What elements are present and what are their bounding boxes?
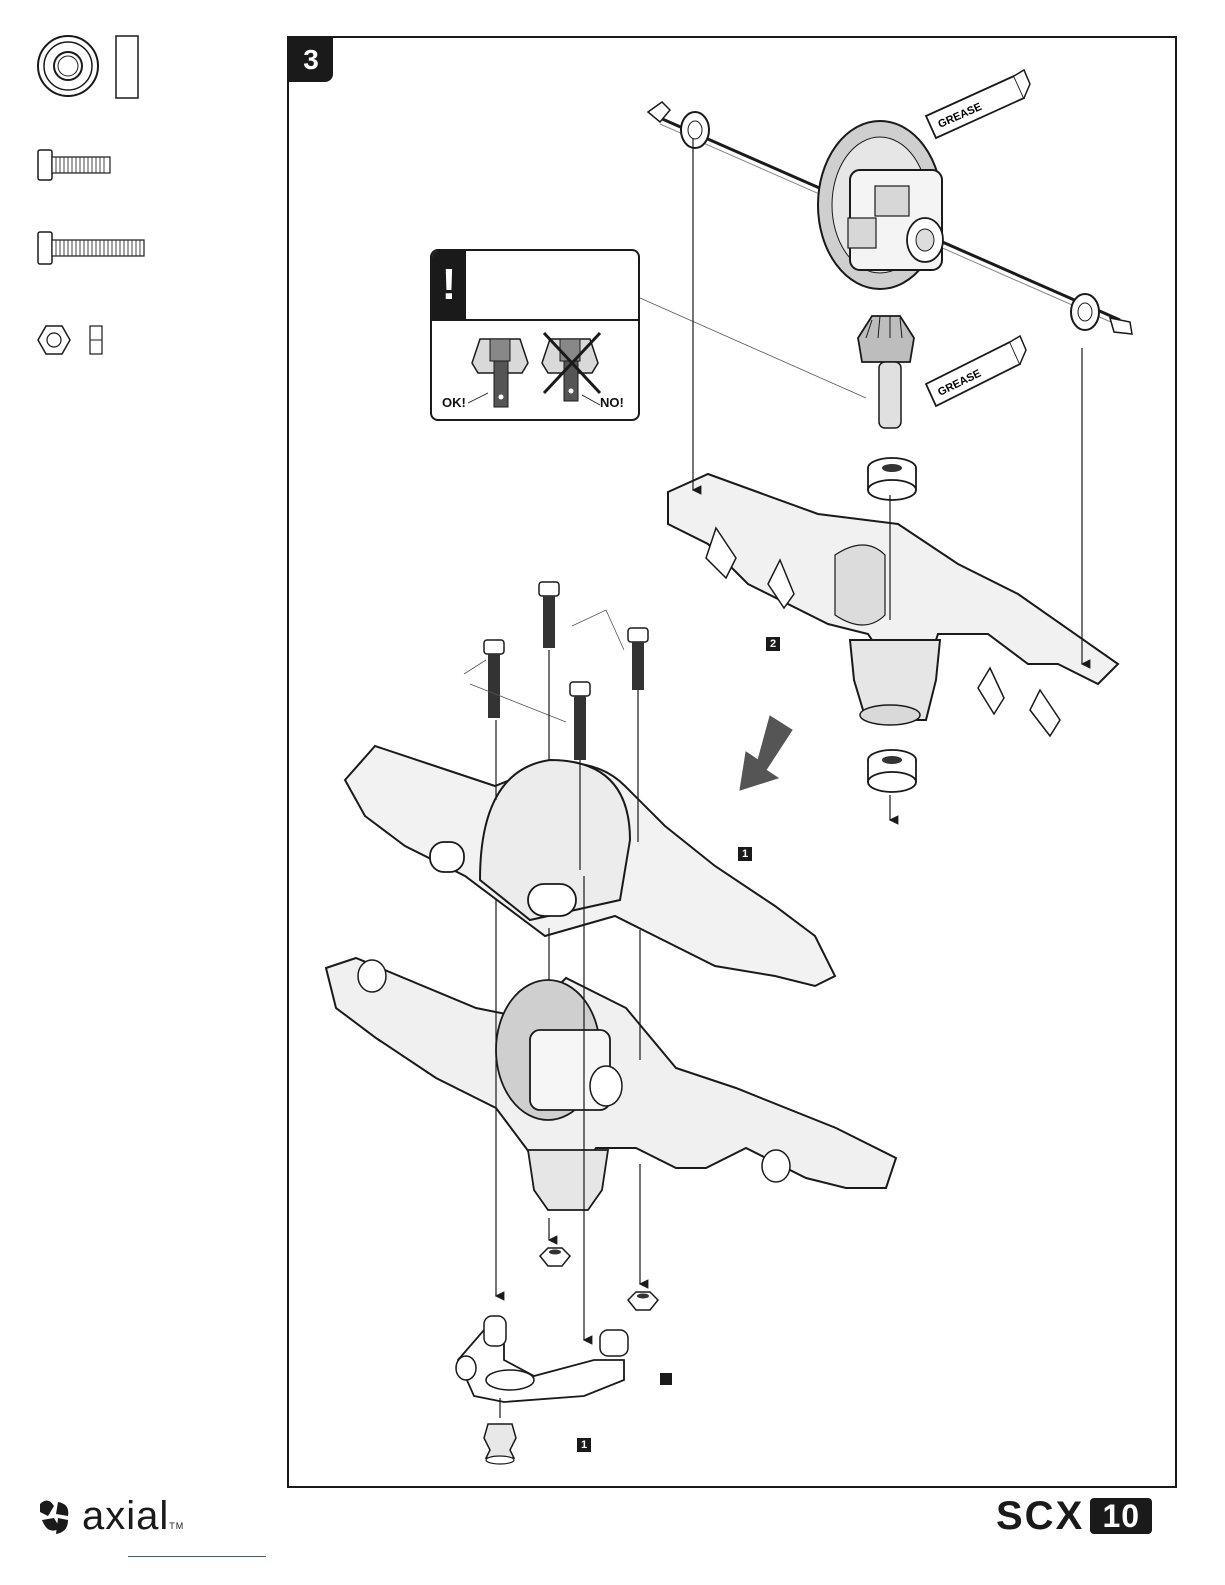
no-label: NO! (600, 395, 624, 410)
product-number: 10 (1090, 1498, 1152, 1534)
axial-logo-icon (34, 1496, 78, 1536)
exclamation-icon: ! (432, 251, 466, 319)
bearing (868, 458, 916, 500)
cap-screw (539, 582, 559, 648)
brand-wordmark: axialTM (82, 1494, 184, 1539)
part-callout-number: 1 (738, 847, 752, 861)
cap-screw (570, 682, 590, 760)
assembled-axle (326, 958, 896, 1210)
pivot-ball (484, 1424, 516, 1464)
direction-arrow (740, 716, 792, 790)
diff-axle-assembly (648, 102, 1132, 334)
pinion-no-icon (542, 333, 600, 401)
pinion-gear (858, 316, 914, 428)
grease-tube-icon: GREASE (926, 70, 1030, 138)
part-callout-number: 1 (577, 1438, 591, 1452)
ok-label: OK! (442, 395, 466, 410)
part-callout-number: 2 (766, 637, 780, 651)
hex-nut (540, 1248, 570, 1266)
hex-nut (628, 1292, 658, 1310)
cap-screw (484, 640, 504, 718)
page-link-underline[interactable] (128, 1556, 266, 1557)
warning-callout: ! OK! NO! (430, 249, 640, 421)
grease-tube-icon: GREASE (926, 336, 1026, 406)
bearing (868, 750, 916, 792)
link-mount (456, 1316, 628, 1402)
axle-housing-rear (668, 474, 1118, 736)
product-name: SCX (996, 1496, 1084, 1536)
warning-header: ! (432, 251, 638, 321)
product-logo: SCX 10 (996, 1496, 1152, 1536)
bullet-marker (660, 1373, 672, 1385)
cap-screw (628, 628, 648, 690)
